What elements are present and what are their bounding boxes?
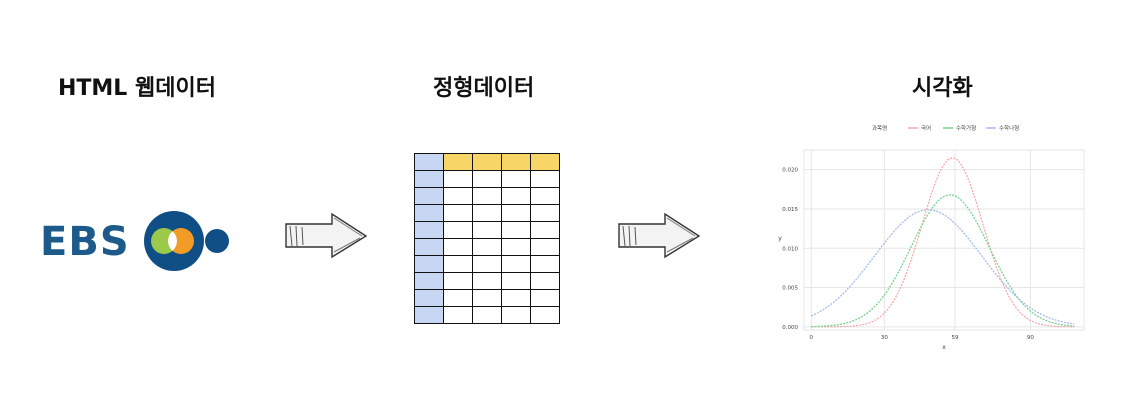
table-row <box>414 306 560 324</box>
index-cell <box>414 153 444 171</box>
legend-label: 국어 <box>921 124 931 132</box>
heading-visualization: 시각화 <box>912 76 973 101</box>
header-cell <box>472 153 502 171</box>
table-cell <box>443 289 473 307</box>
table-cell <box>530 170 560 188</box>
heading-html-web-data: HTML 웹데이터 <box>58 76 216 101</box>
table-cell <box>530 289 560 307</box>
index-cell <box>414 221 444 239</box>
index-cell <box>414 238 444 256</box>
series-line <box>811 157 1075 328</box>
index-cell <box>414 255 444 273</box>
index-cell <box>414 204 444 222</box>
table-cell <box>472 187 502 205</box>
table-cell <box>530 255 560 273</box>
table-cell <box>443 221 473 239</box>
table-cell <box>501 221 531 239</box>
plot-panel <box>803 149 1085 331</box>
table-cell <box>472 204 502 222</box>
table-cell <box>472 272 502 290</box>
table-cell <box>501 170 531 188</box>
y-tick-label: 0.020 <box>782 168 798 174</box>
table-cell <box>443 204 473 222</box>
arrow-right-icon <box>618 212 701 259</box>
table-cell <box>472 238 502 256</box>
index-cell <box>414 187 444 205</box>
table-row <box>414 170 560 188</box>
table-cell <box>472 306 502 324</box>
legend-title: 과목명 <box>872 124 887 132</box>
header-cell <box>501 153 531 171</box>
y-axis-label: y <box>778 235 782 242</box>
y-tick-label: 0.015 <box>782 207 798 213</box>
table-cell <box>501 238 531 256</box>
y-tick-label: 0.000 <box>782 325 798 331</box>
y-tick-label: 0.010 <box>782 246 798 252</box>
series-line <box>811 209 1075 325</box>
table-cell <box>443 306 473 324</box>
table-cell <box>501 272 531 290</box>
table-cell <box>472 255 502 273</box>
table-cell <box>530 238 560 256</box>
table-cell <box>443 187 473 205</box>
table-row <box>414 272 560 290</box>
heading-structured-data: 정형데이터 <box>433 76 535 101</box>
x-tick-label: 0 <box>810 335 814 341</box>
series-line <box>811 194 1075 328</box>
table-cell <box>472 289 502 307</box>
x-tick-label: 30 <box>881 335 888 341</box>
table-cell <box>472 221 502 239</box>
table-cell <box>530 204 560 222</box>
table-cell <box>501 289 531 307</box>
table-row <box>414 187 560 205</box>
table-cell <box>443 255 473 273</box>
table-cell <box>530 221 560 239</box>
table-cell <box>501 306 531 324</box>
legend-label: 수학나형 <box>999 124 1019 132</box>
table-row <box>414 289 560 307</box>
ebs-logo: EBS <box>40 205 240 275</box>
logo-text: EBS <box>40 219 130 265</box>
header-cell <box>530 153 560 171</box>
index-cell <box>414 289 444 307</box>
structured-table <box>414 153 560 324</box>
table-cell <box>443 170 473 188</box>
table-cell <box>443 272 473 290</box>
table-row <box>414 153 560 171</box>
logo-circles <box>144 211 229 271</box>
x-tick-label: 90 <box>1027 335 1034 341</box>
table-cell <box>501 187 531 205</box>
y-tick-label: 0.005 <box>782 286 798 292</box>
table-cell <box>443 238 473 256</box>
table-row <box>414 221 560 239</box>
arrow-right-icon <box>285 212 368 259</box>
table-row <box>414 238 560 256</box>
density-chart: 0.000 0.005 0.010 0.015 0.020 0 30 59 90 x y 과목명 국어 수… <box>778 124 1085 351</box>
index-cell <box>414 170 444 188</box>
x-tick-label: 59 <box>951 335 958 341</box>
table-row <box>414 204 560 222</box>
table-cell <box>530 272 560 290</box>
table-cell <box>530 306 560 324</box>
header-cell <box>443 153 473 171</box>
table-cell <box>501 204 531 222</box>
index-cell <box>414 272 444 290</box>
index-cell <box>414 306 444 324</box>
table-cell <box>501 255 531 273</box>
table-cell <box>472 170 502 188</box>
table-row <box>414 255 560 273</box>
legend-label: 수학가형 <box>956 124 976 132</box>
x-axis-label: x <box>942 344 946 351</box>
table-cell <box>530 187 560 205</box>
